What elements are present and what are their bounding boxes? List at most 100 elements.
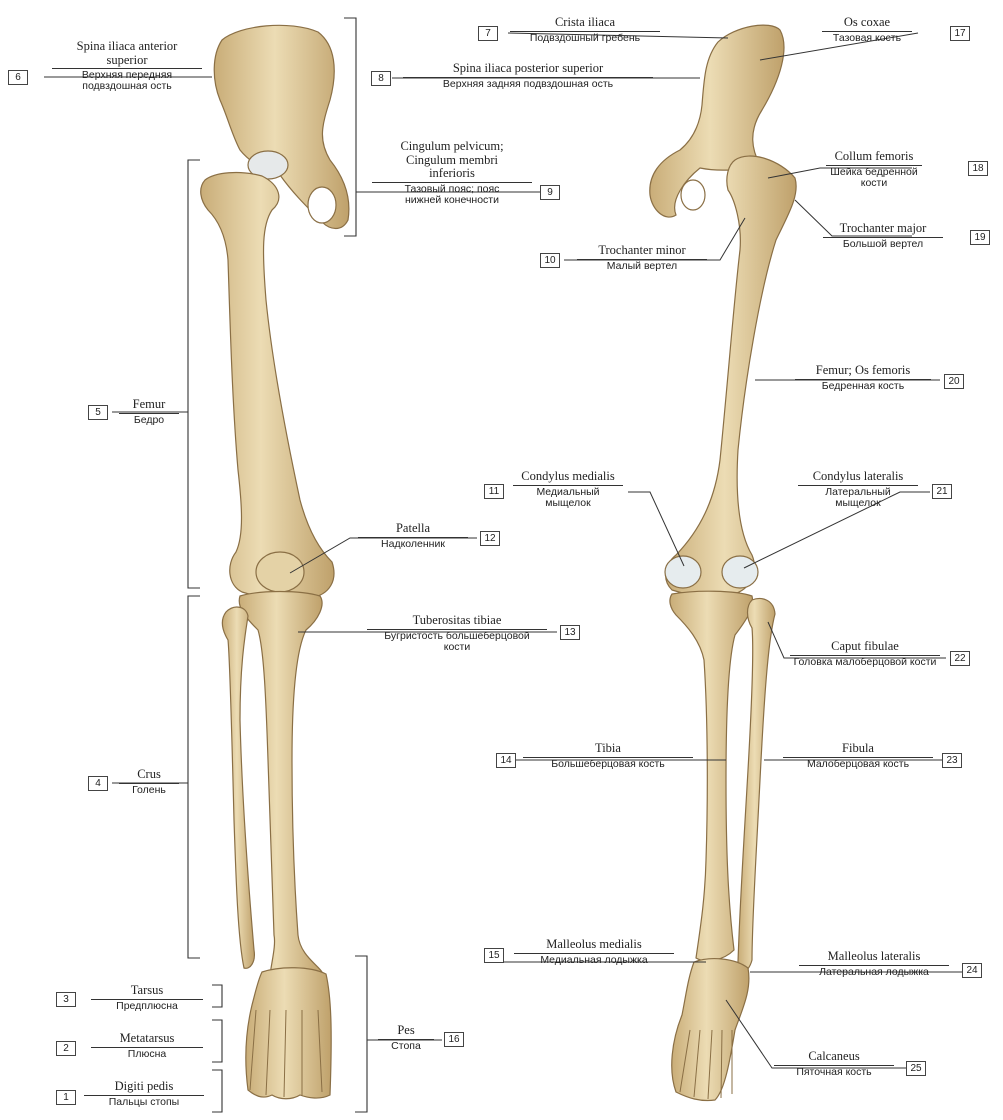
label-25: Calcaneus Пяточная кость — [770, 1050, 898, 1078]
label-16-russian: Стопа — [372, 1041, 440, 1052]
label-1: Digiti pedis Пальцы стопы — [78, 1080, 210, 1108]
bracket-pes — [355, 956, 367, 1112]
number-box-2: 2 — [56, 1041, 76, 1056]
label-8-latin: Spina iliaca posterior superior — [398, 62, 658, 76]
number-box-6: 6 — [8, 70, 28, 85]
label-4-russian: Голень — [112, 785, 186, 796]
number-box-5: 5 — [88, 405, 108, 420]
label-5-russian: Бедро — [112, 415, 186, 426]
label-7: Crista iliaca Подвздошный гребень — [505, 16, 665, 44]
label-9-russian: Тазовый пояс; пояс нижней конечности — [387, 184, 517, 207]
left-fibula — [222, 607, 254, 968]
number-box-9: 9 — [540, 185, 560, 200]
label-25-russian: Пяточная кость — [770, 1067, 898, 1078]
number-box-20: 20 — [944, 374, 964, 389]
bracket-tarsus — [212, 985, 222, 1007]
left-foot — [246, 968, 331, 1099]
label-12-latin: Patella — [352, 522, 474, 536]
label-17: Os coxae Тазовая кость — [818, 16, 916, 44]
label-24: Malleolus lateralis Латеральная лодыжка — [794, 950, 954, 978]
label-9: Cingulum pelvicum; Cingulum membri infer… — [366, 140, 538, 206]
label-22-russian: Головка малоберцовой кости — [790, 657, 940, 668]
number-box-14: 14 — [496, 753, 516, 768]
label-12-russian: Надколенник — [352, 539, 474, 550]
number-box-23: 23 — [942, 753, 962, 768]
label-6: Spina iliaca anterior superior Верхняя п… — [44, 40, 210, 93]
label-2-russian: Плюсна — [84, 1049, 210, 1060]
label-6-latin: Spina iliaca anterior superior — [67, 40, 187, 67]
label-15-russian: Медиальная лодыжка — [508, 955, 680, 966]
right-fibula — [738, 599, 775, 972]
label-10-latin: Trochanter minor — [570, 244, 714, 258]
right-femur — [666, 156, 797, 596]
number-box-16: 16 — [444, 1032, 464, 1047]
right-obturator — [681, 180, 705, 210]
bracket-femur — [188, 160, 200, 588]
label-20: Femur; Os femoris Бедренная кость — [790, 364, 936, 392]
number-box-13: 13 — [560, 625, 580, 640]
label-24-latin: Malleolus lateralis — [794, 950, 954, 964]
label-16-latin: Pes — [372, 1024, 440, 1038]
label-5: Femur Бедро — [112, 398, 186, 426]
number-box-15: 15 — [484, 948, 504, 963]
label-6-russian: Верхняя передняя подвздошная ость — [67, 70, 187, 93]
label-14: Tibia Большеберцовая кость — [518, 742, 698, 770]
label-2-latin: Metatarsus — [84, 1032, 210, 1046]
label-14-latin: Tibia — [518, 742, 698, 756]
label-12: Patella Надколенник — [352, 522, 474, 550]
label-17-latin: Os coxae — [818, 16, 916, 30]
label-4-latin: Crus — [112, 768, 186, 782]
label-19: Trochanter major Большой вертел — [818, 222, 948, 250]
label-17-russian: Тазовая кость — [818, 33, 916, 44]
label-20-latin: Femur; Os femoris — [790, 364, 936, 378]
label-18-russian: Шейка бедренной кости — [824, 167, 924, 190]
right-condyle-lateral — [722, 556, 758, 588]
number-box-1: 1 — [56, 1090, 76, 1105]
label-3-russian: Предплюсна — [84, 1001, 210, 1012]
number-box-18: 18 — [968, 161, 988, 176]
number-box-11: 11 — [484, 484, 504, 499]
bracket-digiti — [212, 1070, 222, 1112]
right-condyle-medial — [665, 556, 701, 588]
label-15-latin: Malleolus medialis — [508, 938, 680, 952]
label-21-russian: Латеральный мыщелок — [813, 487, 903, 510]
label-13: Tuberositas tibiae Бугристость большебер… — [360, 614, 554, 653]
label-16: Pes Стопа — [372, 1024, 440, 1052]
label-8: Spina iliaca posterior superior Верхняя … — [398, 62, 658, 90]
number-box-19: 19 — [970, 230, 990, 245]
label-23-russian: Малоберцовая кость — [780, 759, 936, 770]
label-10-russian: Малый вертел — [570, 261, 714, 272]
label-1-russian: Пальцы стопы — [78, 1097, 210, 1108]
label-2: Metatarsus Плюсна — [84, 1032, 210, 1060]
label-22-latin: Caput fibulae — [786, 640, 944, 654]
number-box-25: 25 — [906, 1061, 926, 1076]
label-19-latin: Trochanter major — [818, 222, 948, 236]
label-23: Fibula Малоберцовая кость — [780, 742, 936, 770]
label-11-latin: Condylus medialis — [510, 470, 626, 484]
label-13-latin: Tuberositas tibiae — [360, 614, 554, 628]
left-leg-skeleton — [201, 25, 349, 1098]
label-20-russian: Бедренная кость — [790, 381, 936, 392]
number-box-4: 4 — [88, 776, 108, 791]
label-19-russian: Большой вертел — [818, 239, 948, 250]
label-1-latin: Digiti pedis — [78, 1080, 210, 1094]
label-7-russian: Подвздошный гребень — [505, 33, 665, 44]
label-10: Trochanter minor Малый вертел — [570, 244, 714, 272]
label-8-russian: Верхняя задняя подвздошная ость — [398, 79, 658, 90]
label-21-latin: Condylus lateralis — [792, 470, 924, 484]
label-21: Condylus lateralis Латеральный мыщелок — [792, 470, 924, 509]
label-13-russian: Бугристость большеберцовой кости — [377, 631, 537, 654]
number-box-3: 3 — [56, 992, 76, 1007]
left-patella — [256, 552, 304, 592]
number-box-7: 7 — [478, 26, 498, 41]
number-box-21: 21 — [932, 484, 952, 499]
label-22: Caput fibulae Головка малоберцовой кости — [786, 640, 944, 668]
label-11: Condylus medialis Медиальный мыщелок — [510, 470, 626, 509]
number-box-24: 24 — [962, 963, 982, 978]
label-18: Collum femoris Шейка бедренной кости — [818, 150, 930, 189]
bracket-metatarsus — [212, 1020, 222, 1062]
label-11-russian: Медиальный мыщелок — [528, 487, 608, 510]
number-box-12: 12 — [480, 531, 500, 546]
number-box-22: 22 — [950, 651, 970, 666]
